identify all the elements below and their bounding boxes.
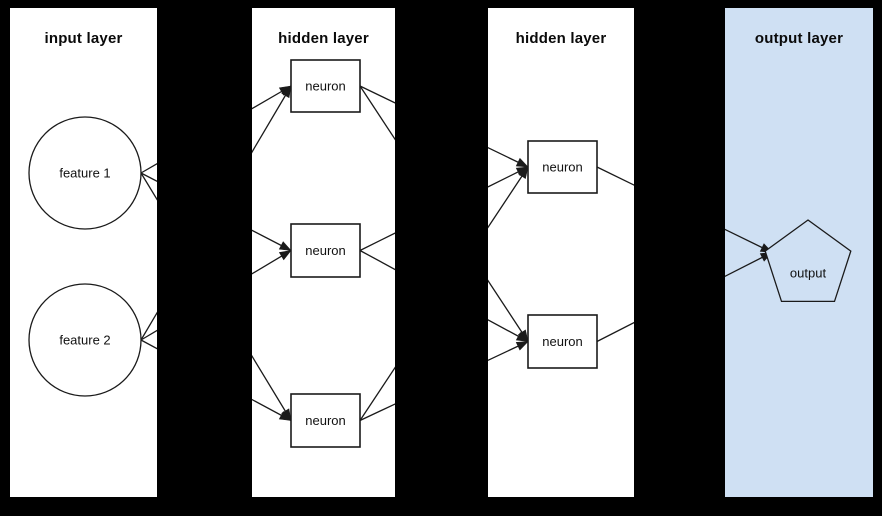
panel-input-layer: feature 1 feature 2 input layer [10, 8, 157, 497]
connection-feature-2-to-hidden1-neuron-3 [140, 339, 157, 350]
panel-graphics-output-layer: output [725, 219, 852, 303]
node-hidden1-neuron-1[interactable]: neuron [290, 59, 361, 113]
layer-title-input-layer: input layer [44, 30, 123, 47]
connection-hidden1-neuron-1-to-hidden2-neuron-2 [488, 279, 529, 343]
connection-feature-1-to-hidden1-neuron-3 [140, 172, 157, 201]
connection-feature-2-to-hidden1-neuron-1 [252, 85, 292, 154]
connection-hidden1-neuron-3-to-hidden2-neuron-2 [488, 340, 529, 362]
connection-hidden1-neuron-3-to-hidden2-neuron-1 [488, 166, 529, 229]
node-label-output-node: output [790, 266, 827, 281]
node-label-hidden1-neuron-2: neuron [305, 243, 345, 258]
connection-feature-1-to-hidden1-neuron-2 [140, 172, 157, 182]
connection-feature-1-to-hidden1-neuron-1 [140, 162, 157, 174]
connection-hidden1-neuron-1-to-hidden2-neuron-1 [359, 85, 395, 104]
connection-hidden1-neuron-1-to-hidden2-neuron-2 [359, 85, 395, 141]
connection-feature-2-to-hidden1-neuron-3 [252, 398, 292, 422]
node-label-hidden1-neuron-3: neuron [305, 413, 345, 428]
connection-feature-1-to-hidden1-neuron-2 [252, 229, 292, 252]
node-output-node[interactable]: output [764, 219, 852, 303]
node-label-hidden2-neuron-1: neuron [542, 160, 582, 175]
node-feature-2[interactable]: feature 2 [28, 283, 142, 397]
panel-output-layer: output output layer [725, 8, 873, 497]
connection-hidden1-neuron-2-to-hidden2-neuron-1 [359, 232, 395, 252]
layer-title-hidden-layer-1: hidden layer [278, 30, 369, 47]
node-hidden1-neuron-2[interactable]: neuron [290, 223, 361, 278]
connection-hidden2-neuron-2-to-output-node [596, 321, 634, 343]
connection-hidden1-neuron-1-to-hidden2-neuron-1 [488, 146, 529, 168]
connection-feature-1-to-hidden1-neuron-1 [252, 85, 292, 110]
panel-graphics-hidden-layer-2: neuron neuron [488, 140, 634, 369]
connection-hidden1-neuron-3-to-hidden2-neuron-2 [359, 403, 395, 422]
node-feature-1[interactable]: feature 1 [28, 116, 142, 230]
connection-hidden1-neuron-2-to-hidden2-neuron-2 [359, 249, 395, 271]
node-label-feature-1: feature 1 [59, 166, 110, 181]
node-hidden1-neuron-3[interactable]: neuron [290, 393, 361, 448]
connection-feature-1-to-hidden1-neuron-3 [252, 354, 292, 422]
node-label-hidden1-neuron-1: neuron [305, 79, 345, 94]
connection-hidden2-neuron-1-to-output-node [596, 166, 634, 186]
connection-hidden1-neuron-2-to-hidden2-neuron-1 [488, 166, 529, 188]
connection-feature-2-to-hidden1-neuron-1 [140, 311, 157, 341]
node-hidden2-neuron-1[interactable]: neuron [527, 140, 598, 194]
node-label-hidden2-neuron-2: neuron [542, 334, 582, 349]
layer-title-hidden-layer-2: hidden layer [515, 30, 607, 47]
panel-graphics-hidden-layer-1: neuron neuron neuron [252, 59, 395, 448]
layer-title-output-layer: output layer [754, 30, 844, 47]
connection-hidden1-neuron-2-to-hidden2-neuron-2 [488, 319, 529, 343]
connection-hidden1-neuron-3-to-hidden2-neuron-1 [359, 366, 395, 421]
connection-hidden2-neuron-1-to-output-node [725, 228, 773, 253]
connection-hidden2-neuron-2-to-output-node [725, 251, 773, 278]
connection-feature-2-to-hidden1-neuron-2 [252, 249, 292, 275]
panel-hidden-layer-2: neuron neuron hidden layer [488, 8, 634, 497]
panel-graphics-input-layer: feature 1 feature 2 [28, 116, 157, 397]
node-hidden2-neuron-2[interactable]: neuron [527, 314, 598, 369]
node-label-feature-2: feature 2 [59, 333, 110, 348]
panel-hidden-layer-1: neuron neuron neuron hidden layer [252, 8, 395, 497]
